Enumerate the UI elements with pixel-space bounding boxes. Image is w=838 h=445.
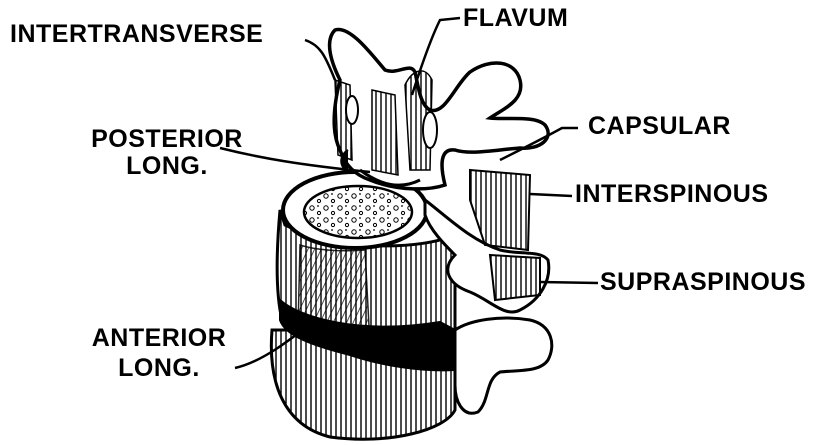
upper-processes (330, 29, 549, 188)
label-posterior-line2: LONG. (78, 154, 256, 179)
label-posterior-line1: POSTERIOR (78, 127, 256, 152)
leader-supraspinous (540, 282, 598, 283)
label-anterior-line1: ANTERIOR (70, 326, 248, 351)
interspinous-ligament (470, 170, 530, 250)
label-intertransverse: INTERTRANSVERSE (10, 22, 263, 47)
label-flavum: FLAVUM (463, 6, 568, 31)
label-capsular: CAPSULAR (588, 114, 731, 139)
anterior-ligament-band (298, 245, 370, 345)
leader-interspinous (530, 194, 572, 196)
supraspinous-ligament (490, 255, 540, 300)
label-anterior-line2: LONG. (70, 356, 248, 381)
label-interspinous: INTERSPINOUS (575, 182, 769, 207)
label-supraspinous: SUPRASPINOUS (600, 270, 806, 295)
